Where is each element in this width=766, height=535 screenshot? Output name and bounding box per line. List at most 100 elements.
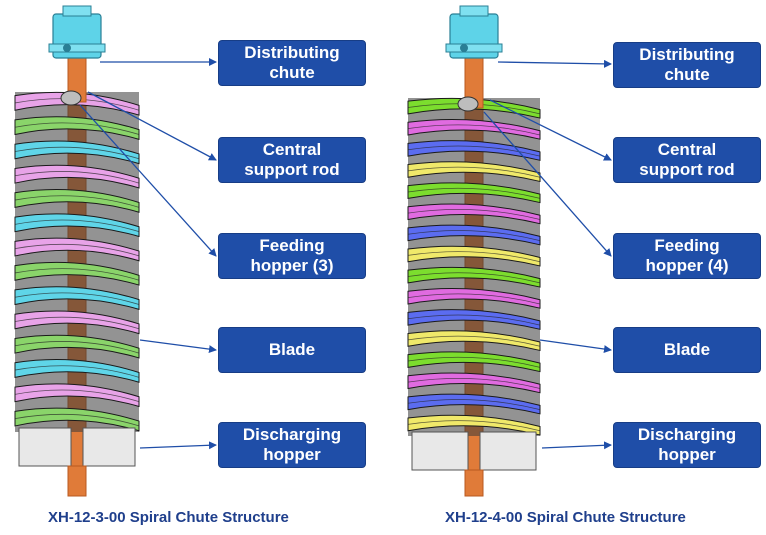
left-rod-bottom xyxy=(67,465,87,497)
left-blade-turn xyxy=(14,383,140,408)
left-leader-feeding xyxy=(79,104,217,257)
right-blade-turn xyxy=(407,140,541,161)
right-blade-rim xyxy=(407,378,541,389)
right-discharge-box-left xyxy=(411,431,469,471)
left-discharge-box-left xyxy=(18,427,72,467)
right-label-distributing-chute-line2: chute xyxy=(664,65,710,84)
right-blade-rim xyxy=(407,251,541,263)
left-blade-rim xyxy=(14,171,140,184)
right-blade-turn xyxy=(407,287,541,309)
right-label-discharging-hopper-line1: Discharging xyxy=(637,425,737,444)
right-rod-bottom xyxy=(464,469,484,497)
left-leader-central-rod xyxy=(87,91,217,161)
right-blade-turn xyxy=(407,330,541,352)
left-blade-rim xyxy=(14,243,140,257)
left-blade-turn xyxy=(14,237,140,262)
right-leader-central-rod xyxy=(489,99,612,161)
right-blade-rim xyxy=(407,420,541,432)
left-blade-turn xyxy=(14,189,140,213)
right-blade-turn xyxy=(407,161,541,183)
right-blade-rim xyxy=(407,399,541,410)
right-blade-turn xyxy=(407,266,541,288)
left-label-central-support-rod-line2: support rod xyxy=(244,160,340,179)
left-blade-turn xyxy=(14,164,140,189)
right-blade-turn xyxy=(407,414,541,436)
left-blade-rim xyxy=(14,122,140,135)
right-blade-rim xyxy=(407,230,541,241)
left-distributor-cap xyxy=(62,5,92,17)
left-blade-rim xyxy=(14,316,140,330)
right-label-blade: Blade xyxy=(613,327,761,373)
left-discharge-box-right xyxy=(82,427,136,467)
right-blade-turn xyxy=(407,182,541,204)
right-blade-turn xyxy=(407,372,541,394)
left-blade-rim xyxy=(14,219,140,233)
right-blade-rim xyxy=(407,124,541,136)
left-blade-turn xyxy=(14,116,140,141)
right-blade-rim xyxy=(407,166,541,178)
right-label-blade-line1: Blade xyxy=(663,340,711,359)
left-blade-turn xyxy=(14,407,140,432)
left-label-feeding-hopper-line2: hopper (3) xyxy=(250,256,334,275)
left-label-blade: Blade xyxy=(218,327,366,373)
left-blade-rim xyxy=(14,268,140,281)
left-label-feeding-hopper-line1: Feeding xyxy=(259,236,325,255)
right-blade-turn xyxy=(407,309,541,330)
right-label-feeding-hopper-line1: Feeding xyxy=(654,236,720,255)
left-blade-turn xyxy=(14,261,140,286)
right-label-feeding-hopper-line2: hopper (4) xyxy=(645,256,729,275)
left-blade-rim xyxy=(14,413,140,427)
leader-lines xyxy=(79,58,612,450)
right-distributor-bolt xyxy=(460,44,468,52)
left-spiral-chute-illustration xyxy=(14,5,140,497)
left-leader-discharging xyxy=(139,441,217,450)
left-blade-turn xyxy=(14,286,140,311)
left-label-distributing-chute-line2: chute xyxy=(269,63,315,82)
right-blade-turn xyxy=(407,118,541,140)
left-distributor-bolt xyxy=(63,44,71,52)
right-blade-turn xyxy=(407,224,541,246)
left-blade-turn xyxy=(14,334,140,359)
left-label-discharging-hopper-line1: Discharging xyxy=(242,425,342,444)
right-leader-discharging xyxy=(541,441,612,450)
left-blade-turn xyxy=(14,310,140,335)
right-spiral-chute-illustration xyxy=(407,5,541,497)
right-blade-rim xyxy=(407,356,541,368)
right-leader-feeding xyxy=(483,111,612,257)
right-distributor-flange xyxy=(445,43,503,53)
right-feed-ring xyxy=(457,96,479,112)
left-blade-rim xyxy=(14,389,140,403)
right-distributor-cap xyxy=(459,5,489,17)
left-label-central-support-rod-line1: Central xyxy=(262,140,322,159)
left-label-discharging-hopper-line2: hopper xyxy=(263,445,321,464)
left-caption: XH-12-3-00 Spiral Chute Structure xyxy=(48,509,289,526)
right-discharge-box-right xyxy=(479,431,537,471)
left-blade-rim xyxy=(14,341,140,354)
right-blade-rim xyxy=(407,187,541,199)
left-blade-turn xyxy=(14,359,140,383)
left-leader-blade xyxy=(139,339,217,354)
left-feed-ring xyxy=(60,90,82,106)
right-leader-blade xyxy=(539,339,612,353)
right-blade-rim xyxy=(407,145,541,157)
left-blade-rim xyxy=(14,365,140,378)
right-blade-rim xyxy=(407,272,541,284)
right-label-central-support-rod-line2: support rod xyxy=(639,160,735,179)
left-label-blade-line1: Blade xyxy=(268,340,316,359)
right-blade-turn xyxy=(407,203,541,225)
right-label-central-support-rod-line1: Central xyxy=(657,140,717,159)
left-blade-rim xyxy=(14,195,140,208)
left-blade-turn xyxy=(14,140,140,165)
right-blade-rim xyxy=(407,314,541,326)
left-label-distributing-chute-line1: Distributing xyxy=(244,43,340,62)
right-blade-turn xyxy=(407,393,541,415)
right-label-discharging-hopper-line2: hopper xyxy=(658,445,716,464)
right-caption: XH-12-4-00 Spiral Chute Structure xyxy=(445,509,686,526)
